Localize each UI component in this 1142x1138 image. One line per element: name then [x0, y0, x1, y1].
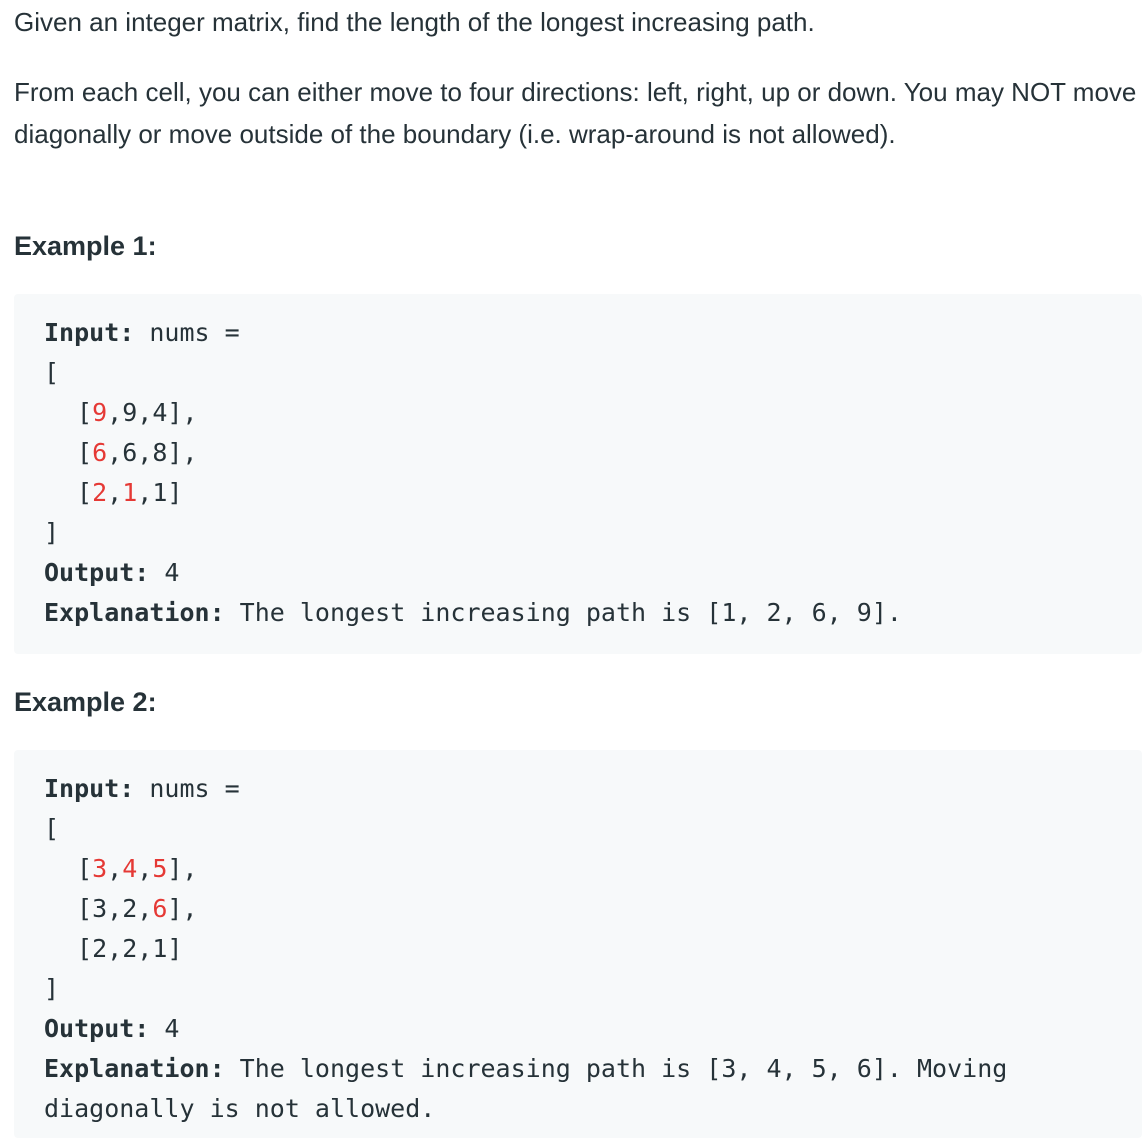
explanation-label: Explanation:	[44, 598, 225, 627]
input-text: nums =	[134, 774, 240, 803]
matrix-row: [6,6,8],	[77, 438, 198, 467]
matrix-row: [2,1,1]	[77, 478, 183, 507]
explanation-line: Explanation: The longest increasing path…	[44, 593, 902, 633]
explanation-continuation: diagonally is not allowed.	[44, 1094, 436, 1123]
example-2-title: Example 2:	[14, 687, 157, 717]
matrix-cell: 6	[152, 894, 168, 923]
matrix-row: [3,4,5],	[77, 854, 198, 883]
open-bracket: [	[44, 814, 60, 843]
output-line: Output: 4	[44, 1009, 179, 1049]
output-label: Output:	[44, 1014, 150, 1043]
input-line: Input: nums =	[44, 313, 240, 353]
matrix-cell: 1	[152, 934, 168, 963]
explanation-line: Explanation: The longest increasing path…	[44, 1049, 1007, 1089]
matrix-cell: 9	[92, 398, 108, 427]
output-value: 4	[149, 1014, 180, 1043]
input-label: Input:	[44, 774, 135, 803]
matrix-cell: 2	[92, 934, 108, 963]
matrix-cell: 8	[152, 438, 168, 467]
matrix-cell: 5	[152, 854, 168, 883]
matrix-cell: 1	[122, 478, 138, 507]
open-bracket: [	[44, 358, 60, 387]
explanation-text: The longest increasing path is [1, 2, 6,…	[224, 598, 902, 627]
close-bracket: ]	[44, 974, 60, 1003]
matrix-cell: 2	[122, 894, 138, 923]
input-label: Input:	[44, 318, 135, 347]
explanation-label: Explanation:	[44, 1054, 225, 1083]
input-text: nums =	[134, 318, 240, 347]
matrix-row: [3,2,6],	[77, 894, 198, 923]
matrix-cell: 9	[122, 398, 138, 427]
matrix-cell: 1	[152, 478, 168, 507]
matrix-cell: 2	[92, 478, 108, 507]
example-2-code-block: Input: nums = [ [3,4,5], [3,2,6], [2,2,1…	[14, 750, 1142, 1138]
output-line: Output: 4	[44, 553, 179, 593]
input-line: Input: nums =	[44, 769, 240, 809]
example-1-code-block: Input: nums = [ [9,9,4], [6,6,8], [2,1,1…	[14, 294, 1142, 654]
example-1-title: Example 1:	[14, 231, 157, 261]
matrix-row: [9,9,4],	[77, 398, 198, 427]
matrix-cell: 6	[92, 438, 108, 467]
matrix-row: [2,2,1]	[77, 934, 183, 963]
close-bracket: ]	[44, 518, 60, 547]
output-value: 4	[149, 558, 180, 587]
explanation-text: The longest increasing path is [3, 4, 5,…	[224, 1054, 1008, 1083]
matrix-cell: 4	[122, 854, 138, 883]
matrix-cell: 3	[92, 854, 108, 883]
matrix-cell: 2	[122, 934, 138, 963]
matrix-cell: 6	[122, 438, 138, 467]
intro-paragraph: Given an integer matrix, find the length…	[14, 7, 815, 37]
output-label: Output:	[44, 558, 150, 587]
rules-paragraph: From each cell, you can either move to f…	[14, 77, 1137, 149]
matrix-cell: 4	[152, 398, 168, 427]
matrix-cell: 3	[92, 894, 108, 923]
